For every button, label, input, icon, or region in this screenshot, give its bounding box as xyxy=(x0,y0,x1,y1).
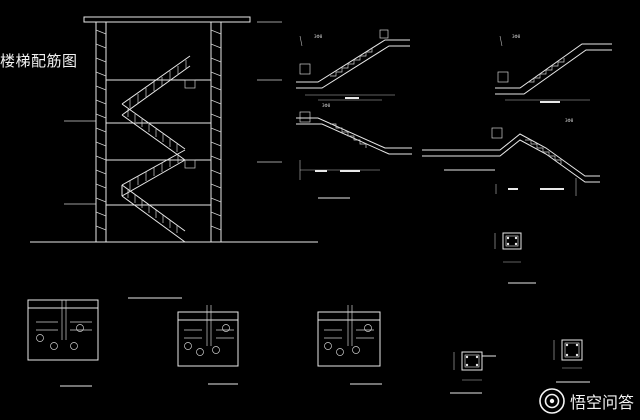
svg-text:3Φ8: 3Φ8 xyxy=(314,34,323,39)
watermark: 悟空问答 xyxy=(539,388,634,414)
stair-plan-1 xyxy=(27,297,182,387)
svg-text:3Φ8: 3Φ8 xyxy=(512,34,521,39)
slab-detail-b: 3Φ8 xyxy=(296,103,412,199)
stair-plan-3 xyxy=(317,305,382,385)
slab-detail-d: 3Φ8 xyxy=(422,118,600,196)
flight-4 xyxy=(121,55,191,116)
watermark-text: 悟空问答 xyxy=(569,393,634,412)
drawing-title: 楼梯配筋图 xyxy=(0,52,78,70)
svg-text:3Φ8: 3Φ8 xyxy=(565,118,574,123)
top-slab xyxy=(83,16,251,23)
right-wall xyxy=(210,22,222,242)
landing-beam xyxy=(184,159,196,169)
flight-3 xyxy=(121,103,186,161)
beam-section-2 xyxy=(450,351,496,394)
wukong-logo-icon xyxy=(539,388,565,414)
slab-detail-c: 3Φ8 xyxy=(495,34,612,103)
beam-section-1 xyxy=(494,232,536,284)
stair-elevation xyxy=(30,16,318,243)
stair-plan-2 xyxy=(177,305,239,385)
flight-2 xyxy=(121,149,186,197)
slab-detail-a: 3Φ8 xyxy=(296,29,410,101)
left-wall xyxy=(95,22,107,242)
landing-beam xyxy=(184,79,196,89)
svg-text:3Φ8: 3Φ8 xyxy=(322,103,331,108)
flight-1 xyxy=(121,184,186,243)
beam-section-3 xyxy=(553,339,590,383)
